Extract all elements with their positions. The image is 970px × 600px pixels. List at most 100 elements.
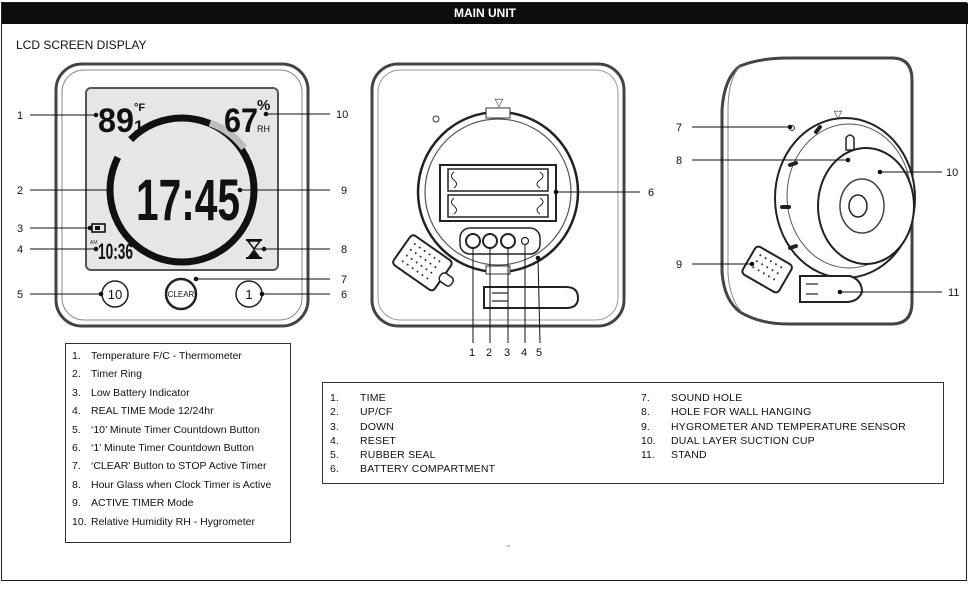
legend-item-label: RESET [360, 434, 397, 447]
up-cf-button[interactable] [482, 233, 498, 249]
legend-item: 10. DUAL LAYER SUCTION CUP [641, 434, 906, 448]
legend-item-label: BATTERY COMPARTMENT [360, 463, 496, 476]
legend-item-label: ACTIVE TIMER Mode [91, 497, 194, 510]
down-button[interactable] [500, 233, 516, 249]
lcd-section-title: LCD SCREEN DISPLAY [16, 38, 147, 52]
side-callout-10: 10 [946, 167, 958, 179]
legend-item-number: 10. [641, 434, 656, 447]
side-sensor-grille [741, 245, 793, 294]
lcd-callout-1: 1 [17, 110, 23, 122]
legend-item-label: UP/CF [360, 406, 393, 419]
legend-item-label: REAL TIME Mode 12/24hr [91, 405, 214, 418]
legend-item: 9. ACTIVE TIMER Mode [66, 494, 290, 512]
lcd-callout-9: 9 [341, 185, 347, 197]
legend-item-number: 6. [330, 463, 339, 476]
legend-item-label: Low Battery Indicator [91, 386, 190, 399]
clear-button-label: CLEAR [168, 290, 195, 299]
legend-item-label: DUAL LAYER SUCTION CUP [671, 434, 815, 447]
back-callout-4: 4 [521, 347, 527, 359]
header-title: MAIN UNIT [454, 6, 516, 20]
back-callout-2: 2 [486, 347, 492, 359]
hourglass-icon [246, 239, 262, 259]
lcd-callout-10: 10 [336, 109, 348, 121]
reset-button[interactable] [520, 236, 530, 246]
back-callout-1: 1 [469, 347, 475, 359]
legend-item: 10.Relative Humidity RH - Hygrometer [66, 513, 290, 531]
lcd-device-inner-edge [61, 69, 303, 321]
side-stand [799, 275, 864, 303]
clear-button[interactable]: CLEAR [164, 277, 198, 311]
time-button[interactable] [465, 233, 481, 249]
legend-item: 6. BATTERY COMPARTMENT [330, 462, 495, 476]
legend-item: 1. TIME [330, 391, 495, 405]
back-callout-5: 5 [536, 347, 542, 359]
legend-item-number: 2. [72, 368, 81, 381]
legend-item-label: TIME [360, 392, 386, 404]
legend-item-number: 9. [72, 497, 81, 510]
back-sensor-grille [392, 234, 454, 292]
legend-item: 4. REAL TIME Mode 12/24hr [66, 402, 290, 420]
back-callout-lines [472, 189, 640, 344]
side-callout-9: 9 [676, 259, 682, 271]
lcd-callout-4: 4 [17, 244, 23, 256]
main-time: 17:45 [136, 168, 240, 233]
button-10[interactable]: 10 [101, 280, 129, 308]
legend-item: 2.Timer Ring [66, 365, 290, 383]
legend-item: 6.‘1’ Minute Timer Countdown Button [66, 439, 290, 457]
battery-1 [447, 168, 549, 192]
back-callout-numbers: 1 2 3 4 5 6 [469, 187, 654, 359]
suction-cup-inner [839, 178, 885, 234]
lcd-callout-8: 8 [341, 244, 347, 256]
lcd-callout-5: 5 [17, 289, 23, 301]
legend-item-number: 4. [72, 405, 81, 418]
legend-item-number: 6. [72, 441, 81, 454]
button-1[interactable]: 1 [235, 280, 263, 308]
legend-item-number: 10. [72, 515, 87, 528]
legend-item-number: 7. [641, 392, 650, 404]
outer-frame: MAIN UNIT [1, 2, 968, 581]
legend-item-number: 4. [330, 434, 339, 447]
side-callout-numbers: 7 8 10 9 11 [676, 122, 959, 299]
back-top-mark: ▽ [495, 97, 504, 109]
back-callout-3: 3 [504, 347, 510, 359]
legend-item-label: ‘10’ Minute Timer Countdown Button [91, 423, 260, 436]
back-small-hole [432, 115, 440, 123]
legend-item-label: ‘CLEAR’ Button to STOP Active Timer [91, 460, 267, 473]
legend-item-label: Hour Glass when Clock Timer is Active [91, 478, 272, 491]
back-stand [483, 286, 580, 309]
legend-item-number: 5. [330, 449, 339, 462]
legend-item-number: 7. [72, 460, 81, 473]
legend-item: 9.HYGROMETER AND TEMPERATURE SENSOR [641, 420, 906, 434]
back-view-diagram: ▽ [370, 62, 654, 359]
side-callout-7: 7 [676, 122, 682, 134]
legend-item: 1. Temperature F/C - Thermometer [66, 347, 290, 365]
legend-item: 7.SOUND HOLE [641, 391, 906, 405]
legend-item-number: 1. [72, 350, 81, 362]
legend-item: 11.STAND [641, 448, 906, 462]
legend-item-number: 2. [330, 406, 339, 419]
side-view-diagram: ▽ [676, 56, 959, 326]
header-bar: MAIN UNIT [2, 3, 968, 24]
small-time-prefix: AM [90, 240, 98, 246]
lcd-callout-numbers: 1 2 3 4 5 6 7 8 9 10 [17, 109, 348, 301]
legend-item-number: 1. [330, 392, 339, 404]
legend-item: 3.DOWN [330, 420, 495, 434]
legend-item-label: HYGROMETER AND TEMPERATURE SENSOR [671, 420, 906, 433]
humidity-value: 67 [224, 102, 258, 140]
lcd-callout-lines [30, 111, 330, 297]
back-callout-6: 6 [648, 187, 654, 199]
lcd-callout-3: 3 [17, 223, 23, 235]
legend-item-label: Temperature F/C - Thermometer [91, 350, 242, 362]
button-1-label: 1 [245, 287, 252, 302]
lcd-callout-7: 7 [341, 274, 347, 286]
side-top-mark: ▽ [834, 109, 843, 121]
lcd-callout-2: 2 [17, 185, 23, 197]
humidity-unit: RH [257, 124, 270, 134]
suction-cup-outer [817, 147, 915, 265]
temperature-unit: °F [134, 102, 145, 114]
side-callout-lines [692, 124, 942, 295]
legend-item: 5.‘10’ Minute Timer Countdown Button [66, 421, 290, 439]
temperature-decimal: 1 [134, 117, 143, 136]
